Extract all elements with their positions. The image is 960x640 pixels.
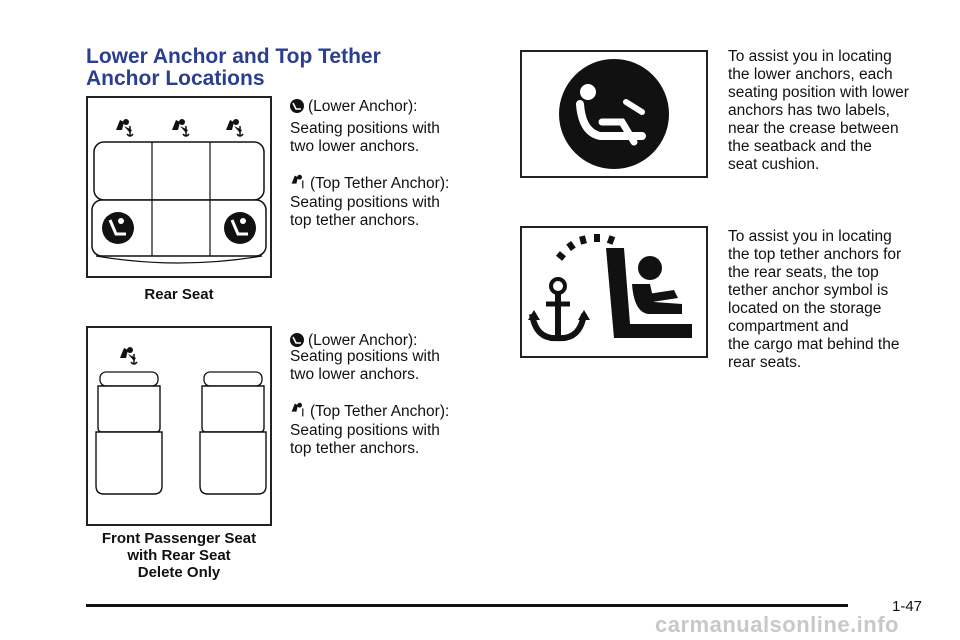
- legend-lower-desc-1: Seating positions with two lower anchors…: [290, 120, 490, 156]
- tether-anchor-icon: [226, 119, 244, 137]
- paragraph-line: the cargo mat behind the: [728, 336, 900, 353]
- lower-anchor-icon: [290, 99, 304, 118]
- legend-tether-desc-2: Seating positions with top tether anchor…: [290, 422, 490, 458]
- paragraph-line: anchors has two labels,: [728, 102, 890, 119]
- section-title: Lower Anchor and Top Tether Anchor Locat…: [86, 46, 446, 90]
- lower-anchor-icon: [102, 212, 134, 244]
- paragraph-line: rear seats.: [728, 354, 802, 371]
- watermark: carmanualsonline.info: [655, 612, 899, 637]
- caption-line: with Rear Seat: [127, 547, 231, 564]
- top-tether-symbol: [528, 234, 692, 342]
- paragraph-line: seating position with lower: [728, 84, 909, 101]
- paragraph-line: the lower anchors, each: [728, 66, 893, 83]
- legend-tether-2: (Top Tether Anchor):: [290, 402, 490, 423]
- paragraph-line: To assist you in locating: [728, 228, 892, 245]
- paragraph-line: located on the storage: [728, 300, 882, 317]
- front-seat-figure: [86, 326, 272, 526]
- legend-lower-desc-2: Seating positions with two lower anchors…: [290, 348, 490, 384]
- legend-lower-anchor-2: (Lower Anchor):: [290, 332, 490, 352]
- legend-lower-anchor-1: (Lower Anchor):: [290, 98, 490, 118]
- top-tether-symbol-figure: [520, 226, 708, 358]
- tether-anchor-icon: [172, 119, 190, 137]
- anchor-icon: [528, 277, 590, 342]
- paragraph-line: the top tether anchors for: [728, 246, 902, 263]
- tether-anchor-label: (Top Tether Anchor):: [310, 403, 450, 420]
- caption-line: Delete Only: [137, 564, 221, 581]
- tether-anchor-icon: [120, 347, 138, 365]
- legend-tether-1: (Top Tether Anchor):: [290, 174, 490, 195]
- tether-anchor-icon: [116, 119, 134, 137]
- rear-seat-illustration: [91, 119, 267, 264]
- lower-anchor-symbol: [559, 59, 669, 169]
- lower-anchor-icon: [290, 333, 304, 352]
- front-seat-illustration: [95, 347, 267, 495]
- tether-anchor-icon: [290, 174, 306, 195]
- desc-line: top tether anchors.: [290, 212, 420, 229]
- front-seat-caption: Front Passenger Seat with Rear Seat Dele…: [86, 530, 272, 581]
- legend-tether-desc-1: Seating positions with top tether anchor…: [290, 194, 490, 230]
- paragraph-line: seat cushion.: [728, 156, 820, 173]
- page-number: 1-47: [892, 598, 923, 615]
- tether-anchor-icon: [290, 402, 306, 423]
- lower-anchor-paragraph: To assist you in locating the lower anch…: [728, 48, 948, 174]
- paragraph-line: To assist you in locating: [728, 48, 892, 65]
- rear-seat-figure: [86, 96, 272, 278]
- top-tether-paragraph: To assist you in locating the top tether…: [728, 228, 948, 372]
- desc-line: two lower anchors.: [290, 366, 420, 383]
- paragraph-line: compartment and: [728, 318, 849, 335]
- desc-line: Seating positions with: [290, 348, 440, 365]
- paragraph-line: near the crease between: [728, 120, 899, 137]
- desc-line: Seating positions with: [290, 194, 440, 211]
- section-title-line-2: Anchor Locations: [86, 67, 265, 90]
- lower-anchor-symbol-figure: [520, 50, 708, 178]
- section-title-line-1: Lower Anchor and Top Tether: [86, 45, 381, 68]
- desc-line: Seating positions with: [290, 422, 440, 439]
- footer-rule: [86, 604, 848, 607]
- lower-anchor-label: (Lower Anchor):: [308, 98, 418, 115]
- paragraph-line: the seatback and the: [728, 138, 872, 155]
- rear-seat-caption: Rear Seat: [144, 286, 214, 303]
- desc-line: top tether anchors.: [290, 440, 420, 457]
- tether-anchor-label: (Top Tether Anchor):: [310, 175, 450, 192]
- lower-anchor-icon: [224, 212, 256, 244]
- desc-line: Seating positions with: [290, 120, 440, 137]
- paragraph-line: tether anchor symbol is: [728, 282, 889, 299]
- lower-anchor-label: (Lower Anchor):: [308, 332, 418, 349]
- desc-line: two lower anchors.: [290, 138, 420, 155]
- paragraph-line: the rear seats, the top: [728, 264, 879, 281]
- caption-line: Front Passenger Seat: [101, 530, 257, 547]
